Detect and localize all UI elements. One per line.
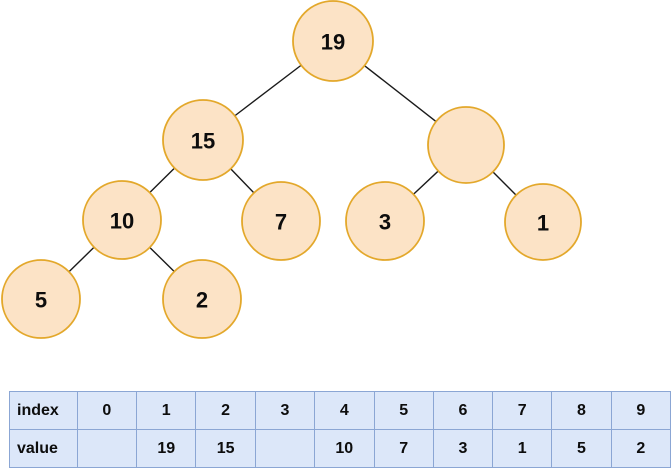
node-label: 10 <box>110 209 134 234</box>
cell-index-4: 4 <box>314 391 375 430</box>
node-circle <box>162 99 244 181</box>
cell-index-3: 3 <box>254 391 316 430</box>
cell-value-5: 7 <box>373 429 434 468</box>
cell-value-1: 19 <box>136 429 197 468</box>
cell-value-2: 15 <box>195 429 256 468</box>
tree-edge <box>148 246 176 273</box>
node-circle <box>1 259 81 339</box>
tree-node-3[interactable]: 3 <box>345 181 425 261</box>
node-label: 1 <box>537 211 549 236</box>
cell-index-1: 1 <box>136 391 197 430</box>
cell-index-5: 5 <box>373 391 434 430</box>
cell-index-2: 2 <box>195 391 256 430</box>
tree-edge <box>491 170 518 197</box>
cell-value-8: 5 <box>551 429 612 468</box>
node-label: 2 <box>196 288 208 313</box>
tree-edge <box>412 169 440 196</box>
tree-edge <box>233 64 303 117</box>
node-circle <box>292 0 374 82</box>
tree-edge <box>363 64 438 123</box>
tree-node-empty[interactable] <box>427 106 505 184</box>
cell-value-3 <box>254 429 316 468</box>
node-circle <box>504 183 582 261</box>
tree-node-19[interactable]: 19 <box>292 0 374 82</box>
row-label-index: index <box>9 391 78 430</box>
cell-index-6: 6 <box>432 391 494 430</box>
tree-edge <box>229 167 256 195</box>
cell-value-6: 3 <box>432 429 494 468</box>
node-circle <box>82 180 162 260</box>
tree-node-5[interactable]: 5 <box>1 259 81 339</box>
node-label: 19 <box>321 30 345 55</box>
tree-edge <box>67 246 96 273</box>
cell-index-7: 7 <box>492 391 553 430</box>
cell-value-9: 2 <box>610 429 671 468</box>
tree-node-7[interactable]: 7 <box>241 181 321 261</box>
tree-node-2[interactable]: 2 <box>162 259 242 339</box>
node-label: 3 <box>379 210 391 235</box>
tree-edge <box>148 166 176 194</box>
cell-value-0 <box>76 429 138 468</box>
cell-value-4: 10 <box>314 429 375 468</box>
node-circle <box>162 259 242 339</box>
node-label: 7 <box>275 210 287 235</box>
cell-index-8: 8 <box>551 391 612 430</box>
tree-node-10[interactable]: 10 <box>82 180 162 260</box>
tree-edges-group <box>67 64 518 273</box>
cell-index-9: 9 <box>610 391 671 430</box>
cell-index-0: 0 <box>76 391 138 430</box>
cell-value-7: 1 <box>492 429 553 468</box>
node-circle <box>345 181 425 261</box>
node-circle <box>241 181 321 261</box>
node-label: 15 <box>191 129 215 154</box>
node-circle <box>427 106 505 184</box>
node-label: 5 <box>35 288 47 313</box>
row-label-value: value <box>9 429 78 468</box>
tree-node-1[interactable]: 1 <box>504 183 582 261</box>
tree-node-15[interactable]: 15 <box>162 99 244 181</box>
